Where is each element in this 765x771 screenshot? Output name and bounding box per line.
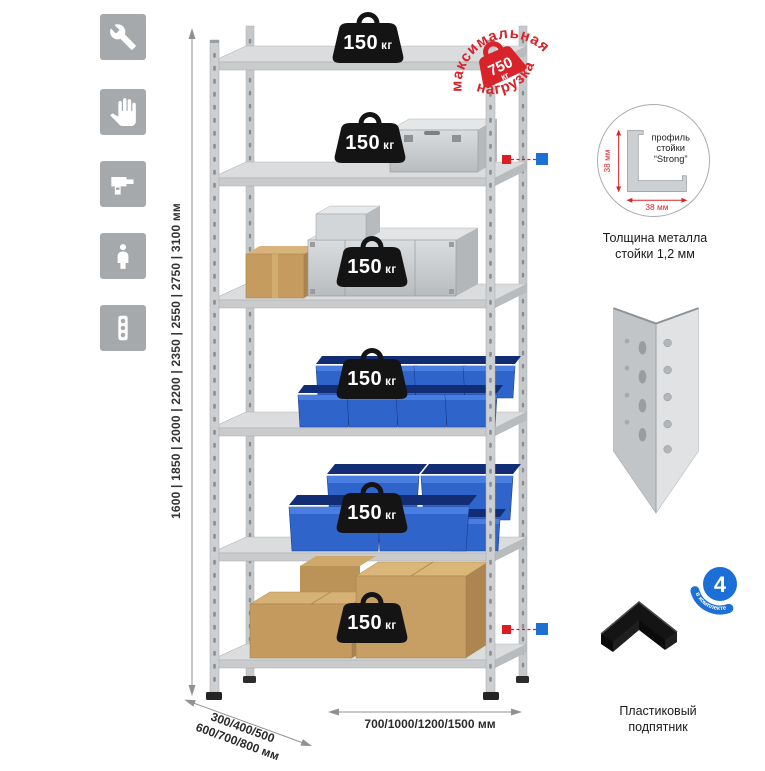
profile-caption-line-1: Толщина металла — [602, 231, 708, 245]
load-unit: кг — [385, 620, 397, 632]
width-dimension-label: 700/1000/1200/1500 мм — [364, 717, 496, 731]
kit-count-value: 4 — [714, 572, 727, 597]
load-unit: кг — [381, 40, 393, 52]
load-unit: кг — [383, 140, 395, 152]
angle-post-image — [613, 307, 699, 514]
foot-caption-line-1: Пластиковый — [619, 704, 697, 718]
weight-icon — [336, 236, 408, 287]
weight-icon — [336, 592, 408, 643]
load-value: 150 — [347, 612, 383, 634]
profile-label-3: “Strong” — [654, 154, 688, 164]
profile-label-1: профиль — [651, 132, 690, 142]
load-value: 150 — [347, 256, 383, 278]
rack-back-posts — [243, 25, 529, 683]
feature-icon-person-height — [100, 233, 146, 279]
load-value: 150 — [347, 368, 383, 390]
rack-front-posts — [206, 39, 499, 700]
weight-icon — [334, 112, 406, 163]
cardboard-boxes-shelf-6 — [249, 556, 489, 659]
load-value: 150 — [345, 132, 381, 154]
profile-dim-side-line — [616, 129, 622, 193]
profile-caption: Толщина металла стойки 1,2 мм — [585, 230, 725, 263]
plastic-foot-front-right — [483, 692, 499, 700]
cardboard-box-shelf-3 — [245, 246, 318, 299]
load-value: 150 — [343, 32, 379, 54]
height-dimension-label: 1600 | 1850 | 2000 | 2200 | 2350 | 2550 … — [169, 202, 183, 520]
plastic-foot-front-left — [206, 692, 222, 700]
stamp-unit: кг — [499, 70, 511, 83]
profile-caption-line-2: стойки 1,2 мм — [615, 247, 695, 262]
load-unit: кг — [385, 510, 397, 522]
plastic-foot-image — [600, 601, 678, 652]
drill-icon — [111, 177, 134, 195]
profile-label-2: стойки — [656, 143, 685, 153]
weight-icon — [336, 482, 408, 533]
angle-profile-drawing — [627, 130, 687, 192]
gloves-icon — [110, 98, 136, 126]
load-value: 150 — [347, 502, 383, 524]
feature-icon-drill — [100, 161, 146, 207]
foot-caption: Пластиковый подпятник — [588, 703, 728, 736]
load-unit: кг — [385, 376, 397, 388]
load-unit: кг — [385, 264, 397, 276]
feature-icon-wrench — [100, 14, 146, 60]
foot-caption-line-2: подпятник — [628, 720, 688, 735]
kit-count-badge: 4 в комплекте — [690, 565, 739, 615]
height-dimension-line — [188, 28, 196, 696]
wrench-icon — [110, 24, 136, 50]
feature-icon-power-strip — [100, 305, 146, 351]
profile-dim-side: 38 мм — [602, 149, 612, 172]
profile-dim-bottom: 38 мм — [645, 202, 668, 212]
power-strip-icon — [118, 315, 128, 341]
post-profile-callout: 38 мм 38 мм профиль стойки “Strong” — [597, 104, 710, 217]
weight-icon — [332, 12, 404, 63]
profile-dim-bottom-line — [626, 197, 688, 203]
weight-icon — [336, 348, 408, 399]
stamp-weight-icon: 750 кг — [479, 41, 527, 88]
feature-icon-gloves — [100, 89, 146, 135]
person-icon — [117, 244, 129, 269]
